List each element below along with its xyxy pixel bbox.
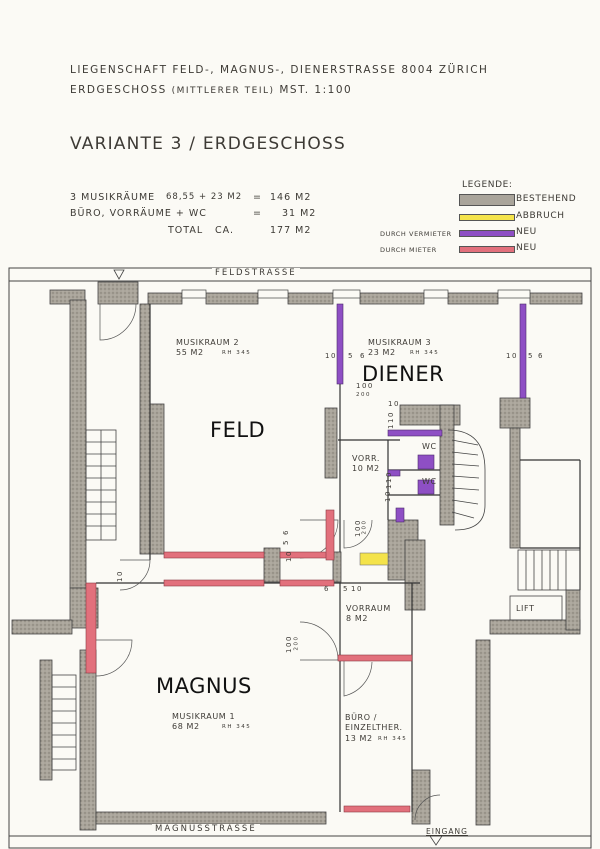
calc-row1-formula: 68,55 + 23 M2 xyxy=(166,192,243,202)
calc-row2-label: BÜRO, VORRÄUME + WC xyxy=(70,208,207,219)
floor-part: (MITTLERER TEIL) xyxy=(171,86,275,96)
new-walls-landlord xyxy=(336,303,527,523)
existing-walls xyxy=(11,299,581,831)
section-marker xyxy=(113,269,125,280)
legend-label-existing: BESTEHEND xyxy=(516,194,577,204)
spiral-stair xyxy=(447,429,486,531)
legend-prefix-landlord: DURCH VERMIETER xyxy=(380,230,452,238)
room-buero-name1: BÜRO / xyxy=(345,713,378,722)
dim-label: 10 xyxy=(351,585,363,593)
legend-prefix-tenant: DURCH MIETER xyxy=(380,246,437,254)
calc-row1-label: 3 MUSIKRÄUME xyxy=(70,192,156,203)
floor-name: ERDGESCHOSS xyxy=(70,84,167,96)
room-musikraum3-name: MUSIKRAUM 3 xyxy=(368,338,432,347)
dim-label: 5 xyxy=(343,585,349,593)
dim-label: 6 xyxy=(281,529,290,535)
lift-shaft xyxy=(509,595,563,621)
room-vorr-name: VORR. xyxy=(352,454,381,463)
dim-label: 5 xyxy=(348,352,354,360)
dim-label: 10 xyxy=(115,570,124,582)
room-musikraum2-area: 55 M2 xyxy=(176,348,204,357)
room-buero-area: 13 M2 xyxy=(345,734,373,743)
room-musikraum1-area: 68 M2 xyxy=(172,722,200,731)
dim-label: 6 xyxy=(360,352,366,360)
calc-row1-value: 146 M2 xyxy=(270,192,312,203)
dim-label: 110 xyxy=(386,411,395,429)
room-buero-height: RH 345 xyxy=(378,736,408,742)
street-south: MAGNUSSTRASSE xyxy=(152,824,260,834)
legend-label-demolish: ABBRUCH xyxy=(516,211,565,221)
legend-swatch-new-landlord xyxy=(459,230,515,237)
dim-label: 6 xyxy=(538,352,544,360)
entrance-marker xyxy=(429,835,443,846)
property-title: LIEGENSCHAFT FELD-, MAGNUS-, DIENERSTRAS… xyxy=(70,64,489,76)
dim-label: 6 xyxy=(324,585,330,593)
dim-label: 5 xyxy=(281,539,290,545)
dim-label: 10 xyxy=(325,352,337,360)
calc-total-label: TOTAL xyxy=(168,225,204,236)
dim-label: 10 xyxy=(388,400,400,408)
room-musikraum1-height: RH 345 xyxy=(222,724,252,730)
stair-left xyxy=(85,429,117,541)
plan-frame xyxy=(8,267,592,849)
room-wc1: WC xyxy=(422,442,437,451)
dim-label: 110 xyxy=(384,471,393,489)
dim-label: 200 xyxy=(361,519,368,535)
legend-swatch-existing xyxy=(459,194,515,206)
tenant-feld: FELD xyxy=(210,418,266,442)
legend-swatch-demolish xyxy=(459,214,515,221)
room-vorraum-name: VORRAUM xyxy=(346,604,391,613)
legend-title: LEGENDE: xyxy=(462,180,513,190)
calc-row2-eq: = xyxy=(253,208,262,219)
demolition-wall xyxy=(359,552,389,566)
north-windows xyxy=(181,289,531,299)
calc-total-ca: CA. xyxy=(215,225,234,236)
dim-label: 10 xyxy=(383,490,392,502)
calc-total-value: 177 M2 xyxy=(270,225,312,236)
dim-label: 200 xyxy=(293,635,300,651)
room-musikraum1-name: MUSIKRAUM 1 xyxy=(172,712,236,721)
room-buero-name2: EINZELTHER. xyxy=(345,723,403,732)
dim-label: 100 xyxy=(284,635,293,653)
calc-row2-value: 31 M2 xyxy=(282,208,317,219)
room-musikraum2-name: MUSIKRAUM 2 xyxy=(176,338,240,347)
new-walls-tenant xyxy=(85,509,413,813)
partitions xyxy=(96,304,581,812)
legend-label-new-landlord: NEU xyxy=(516,227,537,237)
page-title: VARIANTE 3 / ERDGESCHOSS xyxy=(70,134,346,154)
tenant-diener: DIENER xyxy=(362,362,445,386)
stair-lower-left xyxy=(51,674,77,771)
dim-label: 10 xyxy=(506,352,518,360)
room-musikraum2-height: RH 345 xyxy=(222,350,252,356)
room-musikraum3-height: RH 345 xyxy=(410,350,440,356)
room-vorraum-area: 8 M2 xyxy=(346,614,369,623)
dim-label: 200 xyxy=(356,392,371,398)
dim-label: 10 xyxy=(284,550,293,562)
tenant-magnus: MAGNUS xyxy=(156,674,252,698)
north-facade xyxy=(49,281,583,305)
room-musikraum3-area: 23 M2 xyxy=(368,348,396,357)
calc-row1-eq: = xyxy=(253,192,262,203)
legend-swatch-new-tenant xyxy=(459,246,515,253)
entrance-label: EINGANG xyxy=(426,827,468,836)
floor-label: ERDGESCHOSS (MITTLERER TEIL) MST. 1:100 xyxy=(70,84,352,96)
dim-label: 5 xyxy=(528,352,534,360)
dim-label: 100 xyxy=(356,382,374,390)
stair-right xyxy=(517,549,581,591)
room-wc2: WC xyxy=(422,477,437,486)
scale-label: MST. 1:100 xyxy=(279,84,353,96)
street-north: FELDSTRASSE xyxy=(212,268,300,278)
room-vorr-area: 10 M2 xyxy=(352,464,380,473)
legend-label-new-tenant: NEU xyxy=(516,243,537,253)
room-lift: LIFT xyxy=(516,604,535,613)
